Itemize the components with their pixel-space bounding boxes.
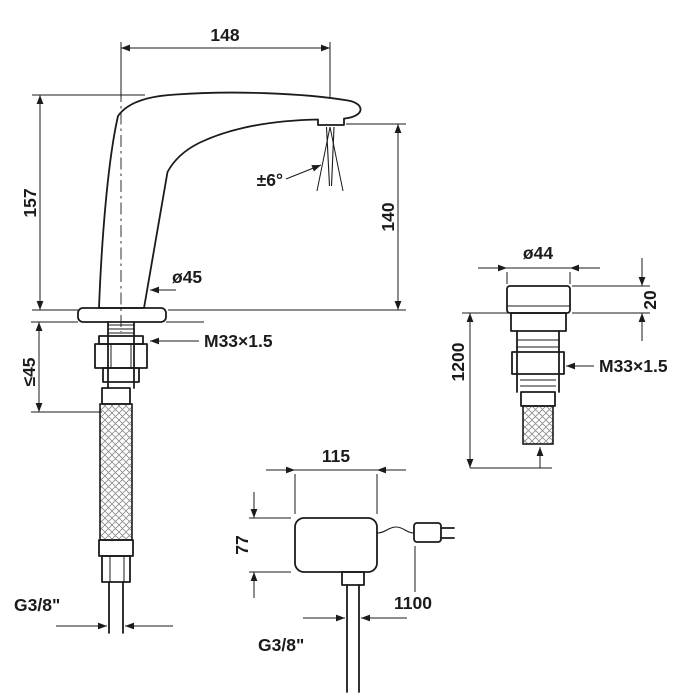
dimension-total-height: 157 bbox=[20, 94, 145, 311]
max-deck-thickness-label: ≤45 bbox=[19, 357, 39, 386]
valve-unit-view: ø44 20 1200 M33×1.5 bbox=[448, 243, 668, 469]
mounting-flange bbox=[77, 307, 167, 323]
annotation-valve-thread: M33×1.5 bbox=[566, 356, 668, 376]
annotation-box-connection: G3/8" bbox=[258, 614, 407, 655]
valve-cap bbox=[506, 285, 571, 314]
dimension-cable-length: 1100 bbox=[394, 546, 432, 613]
hose-crimp bbox=[101, 387, 131, 405]
fixing-nut bbox=[94, 343, 148, 369]
power-cable bbox=[376, 526, 415, 534]
body-diameter-label: ø45 bbox=[172, 267, 202, 287]
dimension-spout-reach: 148 bbox=[120, 25, 331, 98]
hose-hex-nut bbox=[101, 555, 131, 583]
annotation-angle-tolerance: ±6° bbox=[257, 164, 322, 190]
control-box-body bbox=[294, 517, 378, 573]
valve-collar bbox=[511, 351, 565, 375]
washer bbox=[98, 335, 144, 345]
box-connector bbox=[341, 571, 365, 586]
dimension-max-deck-thickness: ≤45 bbox=[19, 321, 102, 413]
under-deck-hardware bbox=[94, 321, 148, 634]
dim-outlet-height: 140 bbox=[378, 202, 398, 231]
valve-diameter-label: ø44 bbox=[523, 243, 553, 263]
valve-hose-length-label: 1200 bbox=[448, 342, 468, 381]
annotation-faucet-thread: M33×1.5 bbox=[150, 331, 273, 351]
water-stream bbox=[316, 126, 344, 192]
dimension-valve-diameter: ø44 bbox=[478, 243, 600, 284]
dim-spout-reach: 148 bbox=[210, 25, 239, 45]
faucet-connection-label: G3/8" bbox=[14, 595, 60, 615]
dimension-box-height: 77 bbox=[232, 492, 291, 598]
box-width-label: 115 bbox=[322, 446, 350, 466]
dimension-outlet-height: 140 bbox=[168, 123, 406, 311]
valve-hose-crimp bbox=[520, 391, 556, 407]
angle-tolerance-label: ±6° bbox=[257, 170, 283, 190]
dimension-valve-hose-length: 1200 bbox=[448, 312, 552, 469]
valve-thread-label: M33×1.5 bbox=[599, 356, 668, 376]
annotation-body-diameter: ø45 bbox=[150, 267, 202, 294]
faucet-outline bbox=[98, 91, 362, 309]
supply-hose bbox=[99, 403, 133, 541]
box-connection-label: G3/8" bbox=[258, 635, 304, 655]
box-height-label: 77 bbox=[232, 535, 252, 554]
valve-cap-height-label: 20 bbox=[640, 290, 660, 310]
dimension-box-width: 115 bbox=[266, 446, 406, 514]
valve-neck bbox=[510, 312, 567, 332]
main-faucet-view: 148 157 140 ±6° ø45 M33×1.5 bbox=[14, 25, 406, 634]
dimension-valve-cap-height: 20 bbox=[572, 258, 660, 341]
valve-hose bbox=[522, 405, 554, 445]
faucet-thread-label: M33×1.5 bbox=[204, 331, 273, 351]
annotation-faucet-connection: G3/8" bbox=[14, 595, 173, 630]
cable-length-label: 1100 bbox=[394, 593, 432, 613]
control-box-view: 115 77 1100 G3/8" bbox=[232, 446, 455, 693]
hose-fitting bbox=[98, 539, 134, 557]
power-plug bbox=[413, 522, 442, 543]
dim-total-height: 157 bbox=[20, 188, 40, 217]
